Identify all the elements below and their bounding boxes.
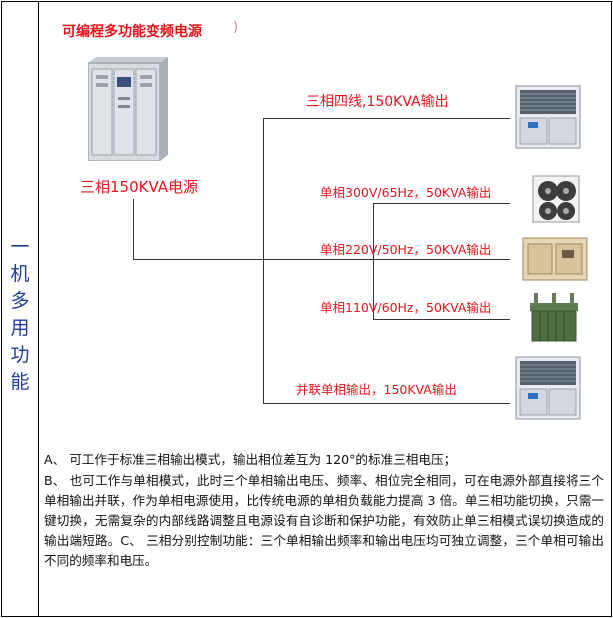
test-chamber-image [522, 236, 588, 282]
vertical-title-char: 用 [10, 317, 30, 339]
vertical-title-char: 多 [10, 290, 30, 312]
vertical-title: 一 机 多 用 功 能 [2, 234, 38, 396]
wire-single-300 [373, 203, 510, 204]
chiller-unit-image [514, 84, 584, 150]
wire-vertical-trunk [263, 118, 264, 404]
wire-horizontal-main [133, 259, 510, 260]
output-label-three-phase: 三相四线,150KVA输出 [306, 94, 449, 110]
power-cabinet-image [88, 57, 168, 161]
output-label-single-110: 单相110V/60Hz，50KVA输出 [320, 300, 492, 315]
vertical-title-char: 一 [10, 236, 30, 258]
wire-single-110 [373, 319, 510, 320]
ac-outdoor-unit-image [532, 175, 580, 223]
output-label-single-220: 单相220V/50Hz，50KVA输出 [320, 242, 492, 257]
description-paragraph-b: B、 也可工作与单相模式，此时三个单相输出电压、频率、相位完全相同，可在电源外部… [44, 473, 604, 568]
chiller-unit-image-parallel [514, 355, 584, 421]
wire-vertical-source [133, 199, 134, 260]
wire-vertical-single [373, 203, 374, 320]
header-title: 可编程多功能变频电源 [62, 24, 202, 40]
output-label-parallel: 并联单相输出，150KVA输出 [296, 382, 457, 397]
decorative-bracket: ) [233, 20, 239, 35]
wire-three-phase [263, 118, 510, 119]
source-label: 三相150KVA电源 [80, 178, 199, 196]
wire-parallel [263, 403, 510, 404]
output-label-single-300: 单相300V/65Hz，50KVA输出 [320, 185, 492, 200]
vertical-title-char: 机 [10, 263, 30, 285]
transformer-image [528, 293, 580, 343]
description-paragraph-a: A、 可工作于标准三相输出模式，输出相位差互为 120°的标准三相电压； [44, 452, 457, 467]
left-column: 一 机 多 用 功 能 [2, 2, 39, 616]
vertical-title-char: 功 [10, 344, 30, 366]
vertical-title-char: 能 [10, 371, 30, 393]
description: A、 可工作于标准三相输出模式，输出相位差互为 120°的标准三相电压； B、 … [44, 450, 604, 572]
